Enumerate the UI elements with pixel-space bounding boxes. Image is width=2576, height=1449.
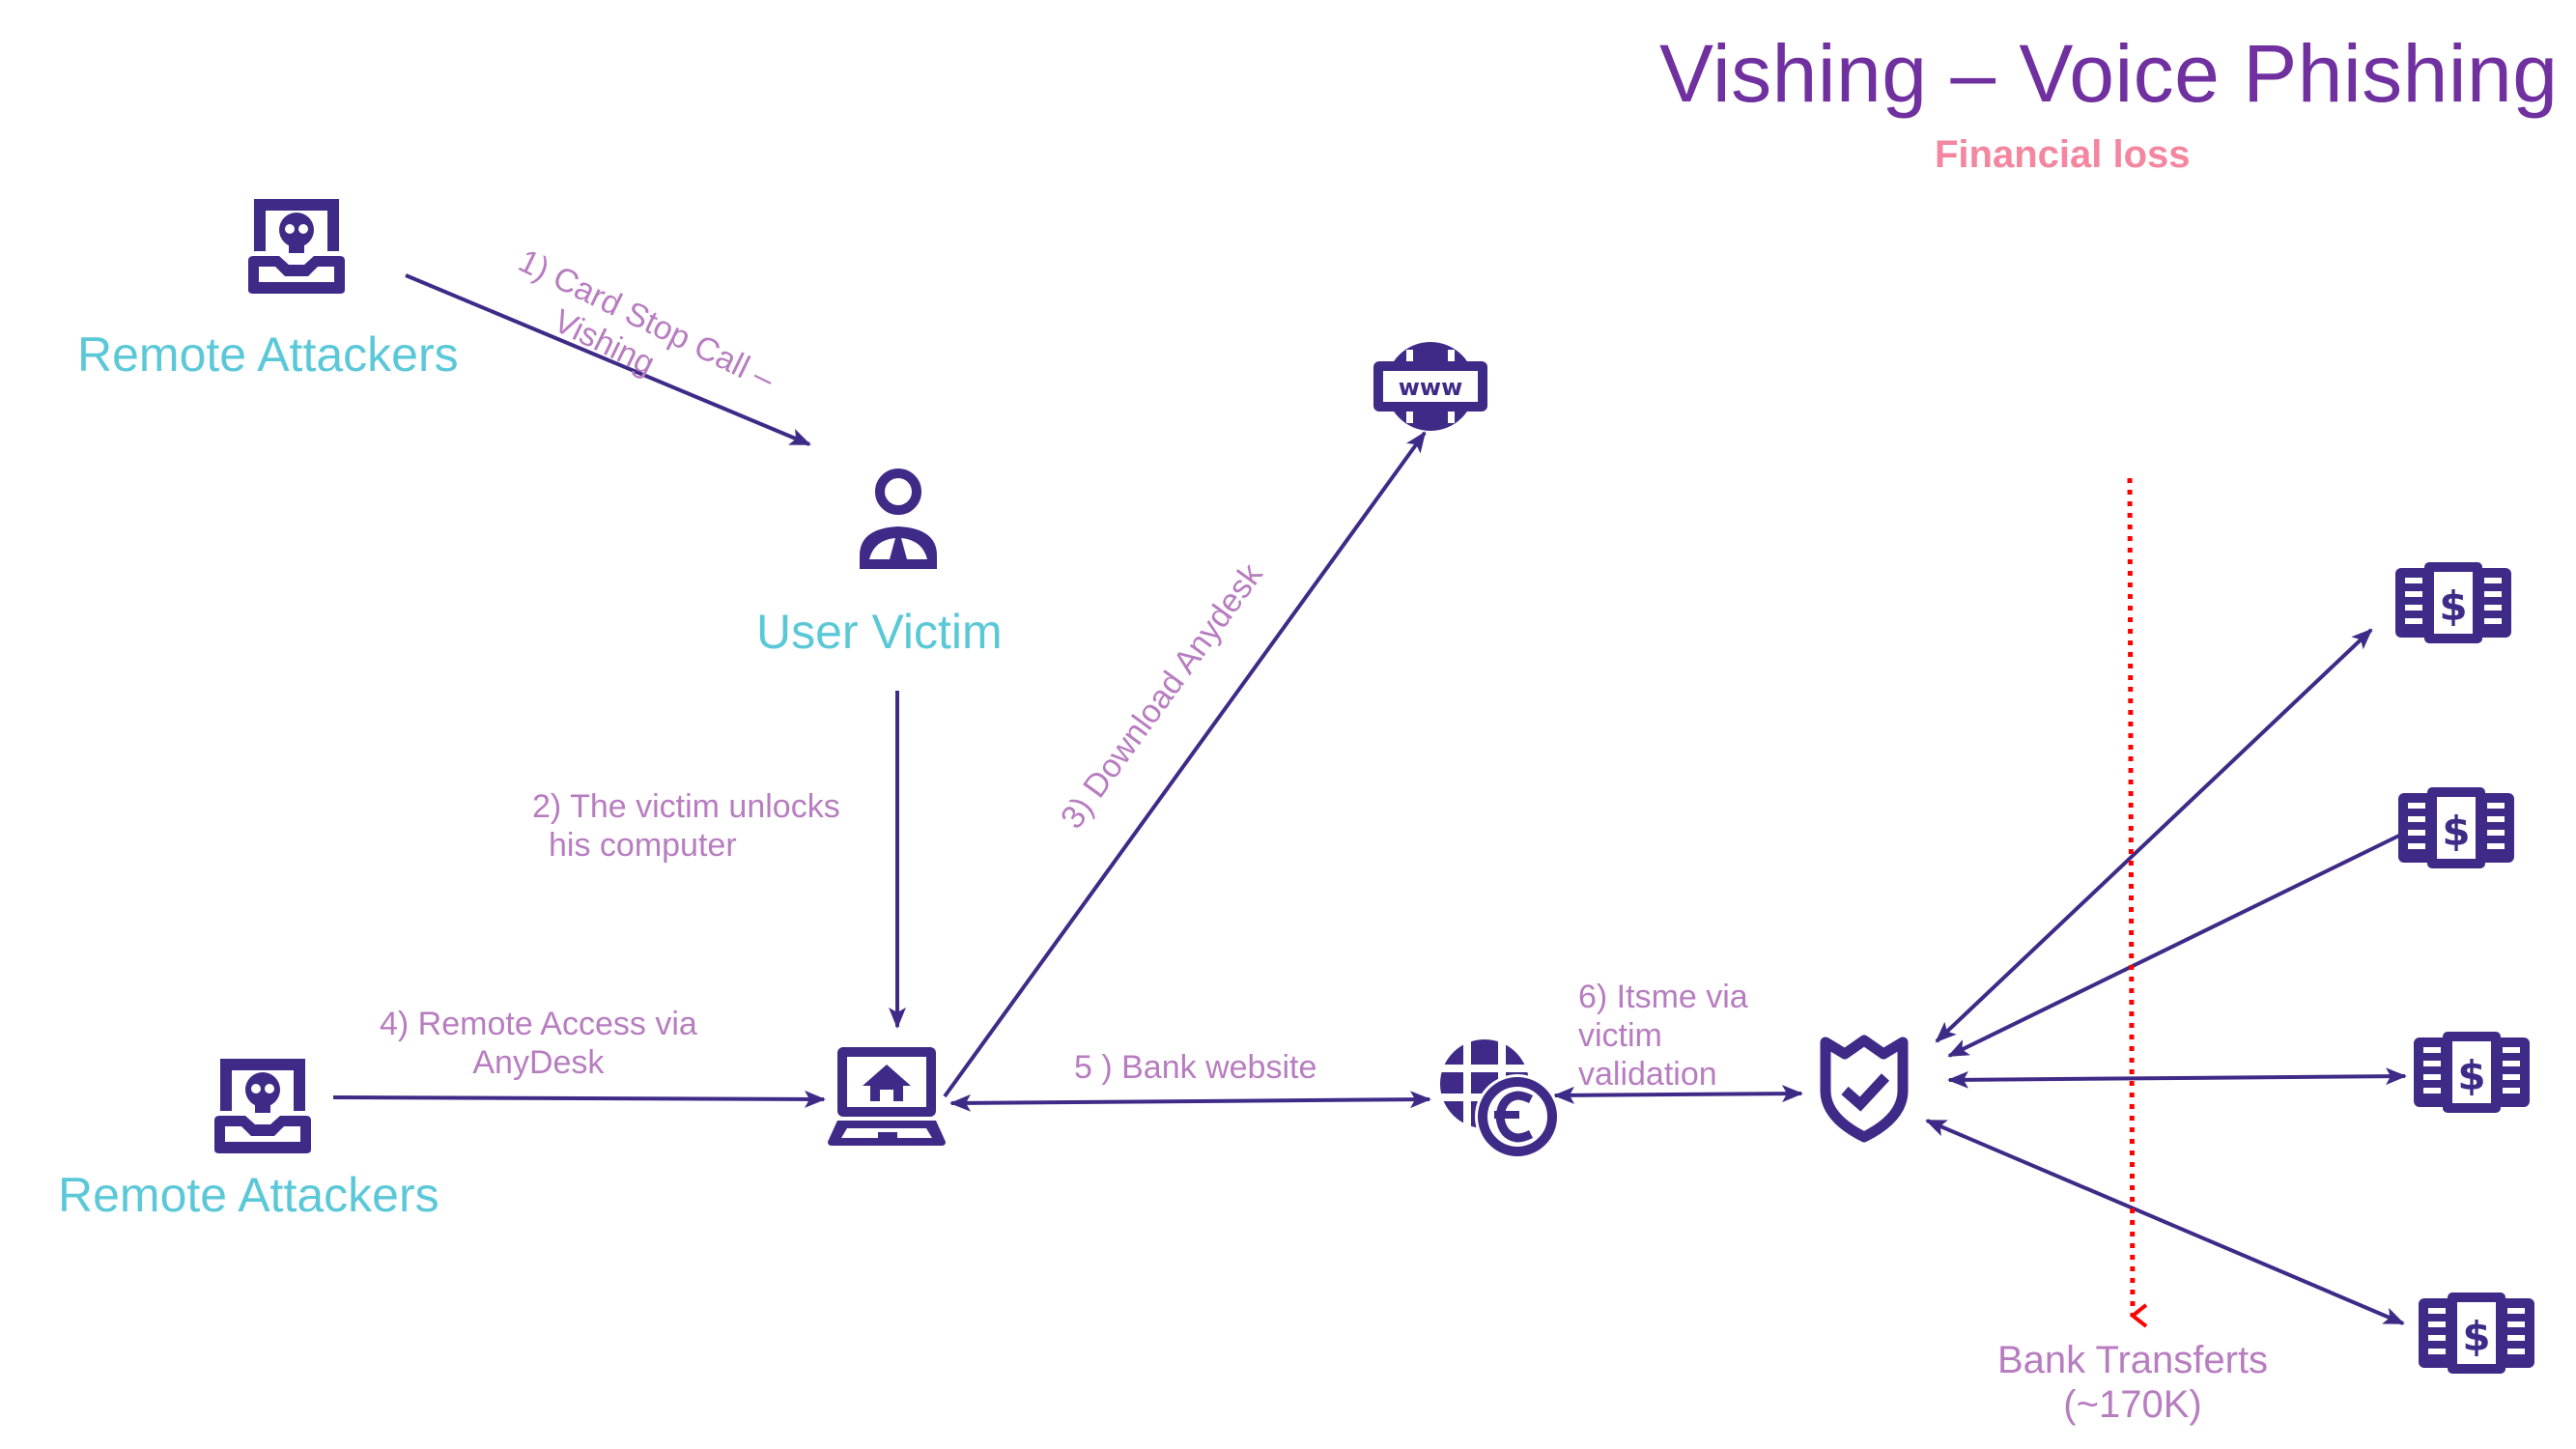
step-4-line-1: 4) Remote Access via: [380, 1006, 697, 1042]
step-6-line-3: validation: [1578, 1056, 1717, 1093]
www-text: www: [1399, 374, 1463, 401]
money-stack-icon-4: $: [2419, 1293, 2534, 1374]
arrow-step-3: [943, 431, 1427, 1098]
arrow-transfer-3: [1947, 1067, 2407, 1089]
diagram-subtitle: Financial loss: [1935, 133, 2191, 176]
laptop-home-icon: [828, 1047, 946, 1146]
hacker-icon: [248, 199, 345, 294]
money-stack-icon-1: $: [2395, 562, 2511, 643]
svg-text:$: $: [2457, 1052, 2485, 1099]
svg-text:$: $: [2439, 582, 2467, 630]
arrow-transfer-2: [1947, 831, 2406, 1058]
step-5-label: 5 ) Bank website: [1074, 1049, 1317, 1086]
arrow-step-1: [405, 273, 811, 446]
node-label-user-victim: User Victim: [756, 605, 1003, 659]
step-6-line-1: 6) Itsme via: [1578, 979, 1748, 1015]
outcome-line-1: Bank Transferts: [1996, 1339, 2269, 1381]
svg-text:$: $: [2442, 808, 2470, 855]
hacker-icon: [214, 1059, 311, 1153]
svg-text:$: $: [2462, 1313, 2490, 1360]
step-2-line-2: his computer: [549, 827, 737, 864]
money-stack-icon-2: $: [2398, 787, 2514, 868]
arrow-step-5: [949, 1091, 1431, 1112]
outcome-label: Bank Transferts (~170K): [1980, 1338, 2285, 1427]
shield-check-icon: [1820, 1035, 1909, 1143]
dotted-arrow-bank-transfers: [2127, 477, 2148, 1328]
step-6-label: 6) Itsme via victim validation: [1578, 978, 1748, 1094]
step-4-label: 4) Remote Access via AnyDesk: [380, 1005, 697, 1082]
arrow-step-4: [332, 1090, 826, 1108]
node-label-attackers-top: Remote Attackers: [77, 327, 459, 382]
arrow-step-6: [1553, 1085, 1803, 1104]
www-globe-icon: www: [1373, 342, 1487, 431]
user-icon: [860, 469, 937, 569]
outcome-line-2: (~170K): [2063, 1383, 2202, 1426]
step-6-line-2: victim: [1578, 1017, 1662, 1054]
step-2-line-1: 2) The victim unlocks: [532, 788, 840, 825]
globe-euro-icon: [1440, 1039, 1560, 1159]
step-2-label: 2) The victim unlocks his computer: [532, 787, 840, 865]
arrow-transfer-1: [1935, 628, 2373, 1043]
money-stack-icon-3: $: [2414, 1032, 2530, 1113]
step-4-line-2: AnyDesk: [472, 1044, 605, 1081]
node-label-attackers-bottom: Remote Attackers: [58, 1168, 439, 1222]
diagram-title: Vishing – Voice Phishing: [1659, 28, 2559, 119]
arrow-transfer-4: [1925, 1119, 2405, 1325]
